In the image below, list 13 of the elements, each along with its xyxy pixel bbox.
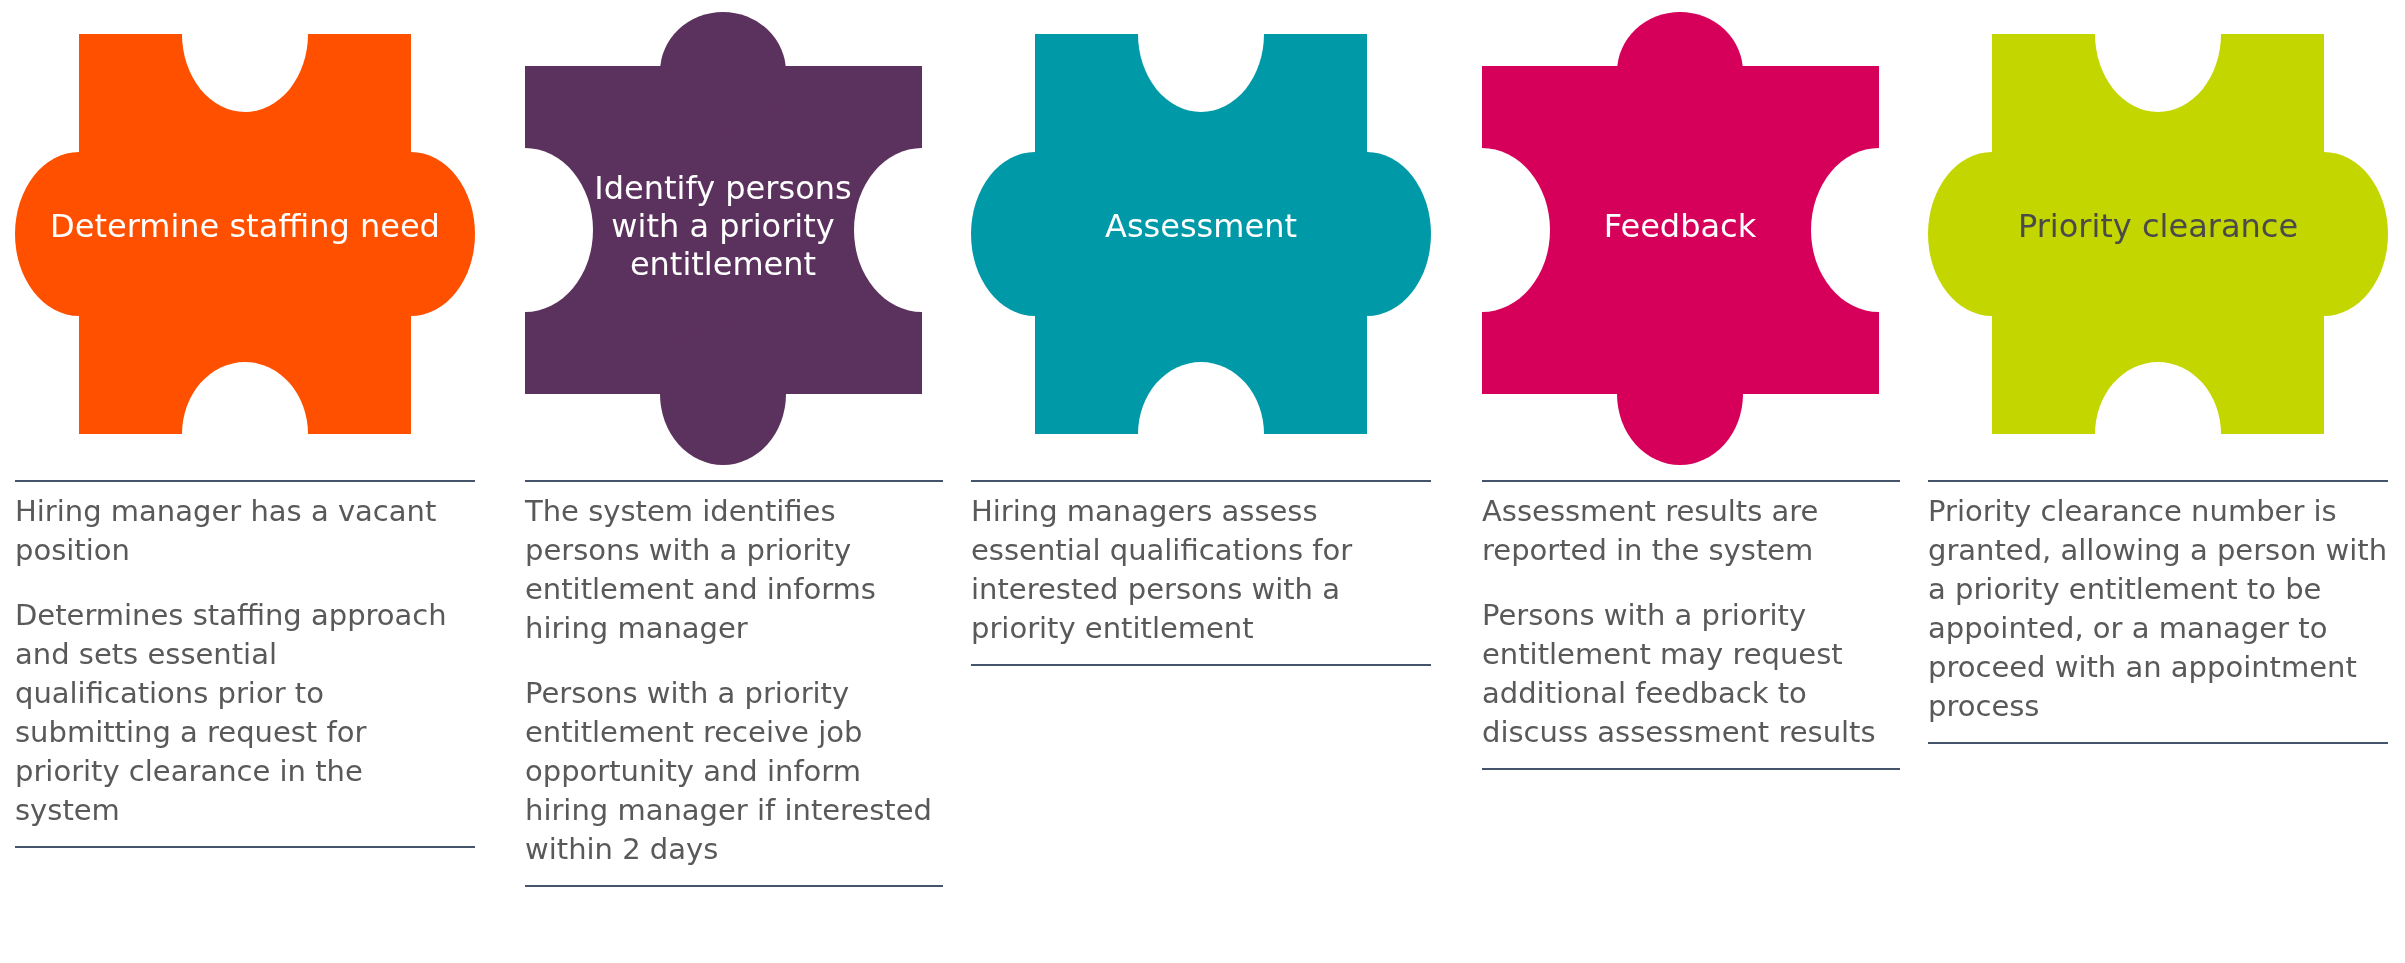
step-description: Assessment results are reported in the system: [1482, 493, 1820, 569]
step-description: The system identifies persons with a priority entitlement and informs hiring manager: [525, 493, 877, 647]
step-title: Feedback: [1602, 207, 1758, 245]
step-title: Determine staffing need: [49, 207, 441, 245]
step-title: Identify persons with a priority entitlement: [593, 169, 853, 283]
step-description: Persons with a priority entitlement may request additional feedback to discuss assessment results: [1482, 597, 1877, 751]
step-description: Determines staffing approach and sets essential qualifications prior to submitting a request for priority clearance in the system: [15, 597, 448, 829]
step-title: Priority clearance: [2016, 207, 2300, 245]
step-description: Hiring managers assess essential qualifications for interested persons with a priority entitlement: [971, 493, 1354, 647]
step-title: Assessment: [1104, 207, 1298, 245]
step-description: Hiring manager has a vacant position: [15, 493, 438, 569]
step-description: Persons with a priority entitlement receive job opportunity and inform hiring manager if interested within 2 days: [525, 675, 933, 868]
step-description: Priority clearance number is granted, allowing a person with a priority entitlement to be appointed, or a manager to proceed with an appointment process: [1928, 493, 2388, 725]
